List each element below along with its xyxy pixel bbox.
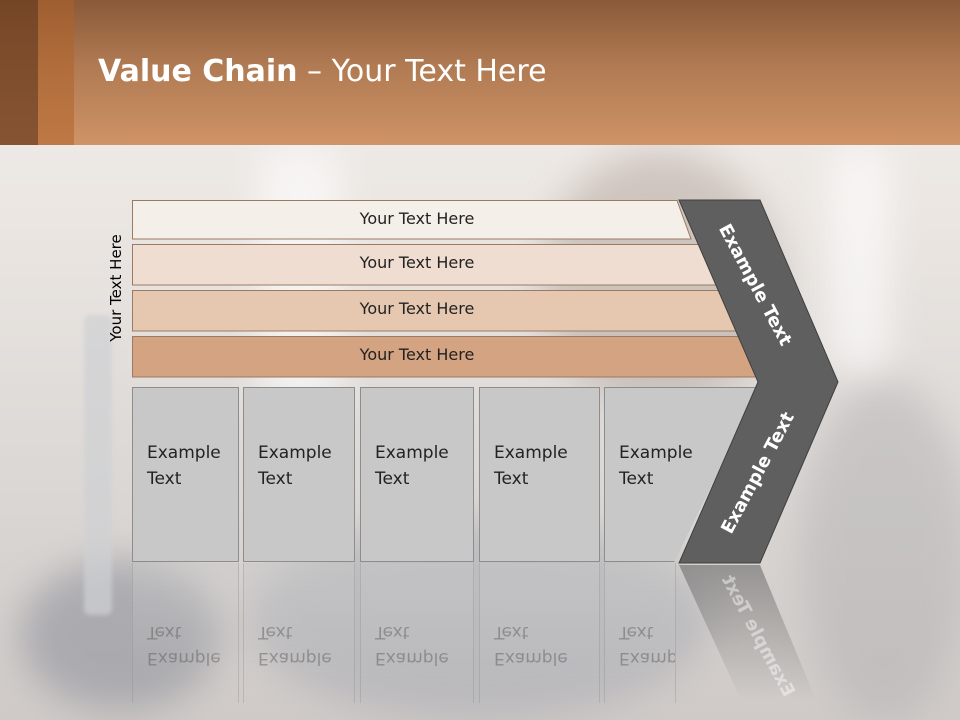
column-reflection-label: Example Text: [494, 622, 568, 668]
column-reflection-label: Example Text: [147, 622, 221, 668]
column-reflection-1: Example Text: [132, 563, 239, 703]
background-photo-seat: [800, 380, 960, 720]
column-reflection-label: Example Text: [375, 622, 449, 668]
column-4: Example Text: [479, 387, 600, 562]
slide-title-bold: Value Chain: [98, 54, 298, 89]
column-reflection-4: Example Text: [479, 563, 600, 703]
bar-label: Your Text Here: [359, 345, 475, 364]
column-label: Example Text: [147, 443, 221, 489]
slide-title: Value Chain – Your Text Here: [98, 54, 547, 89]
header-band: Value Chain – Your Text Here: [0, 0, 960, 145]
header-accent-strip: [0, 0, 38, 145]
column-label: Example Text: [258, 443, 332, 489]
column-label: Example Text: [619, 443, 693, 489]
slide-title-rest: – Your Text Here: [297, 54, 547, 89]
bar-label: Your Text Here: [359, 253, 475, 272]
bar-label: Your Text Here: [359, 209, 475, 228]
chevron-reflection-label: Example Text: [717, 571, 799, 701]
column-5: Example Text: [604, 387, 760, 562]
column-label: Example Text: [494, 443, 568, 489]
column-label: Example Text: [375, 443, 449, 489]
column-1: Example Text: [132, 387, 239, 562]
side-label: Your Text Here: [107, 234, 125, 342]
column-reflection-label: Example Text: [258, 622, 332, 668]
background-photo-window: [830, 150, 890, 370]
header-accent-strip: [38, 0, 74, 145]
background-photo-suitcase: [20, 560, 220, 710]
bar-label: Your Text Here: [359, 299, 475, 318]
column-2: Example Text: [243, 387, 355, 562]
column-reflection-label: Example Text: [619, 622, 676, 668]
column-reflection-3: Example Text: [360, 563, 474, 703]
column-reflection-5: Example Text: [604, 563, 676, 703]
column-3: Example Text: [360, 387, 474, 562]
column-reflection-2: Example Text: [243, 563, 355, 703]
background-photo-handle: [84, 315, 112, 615]
